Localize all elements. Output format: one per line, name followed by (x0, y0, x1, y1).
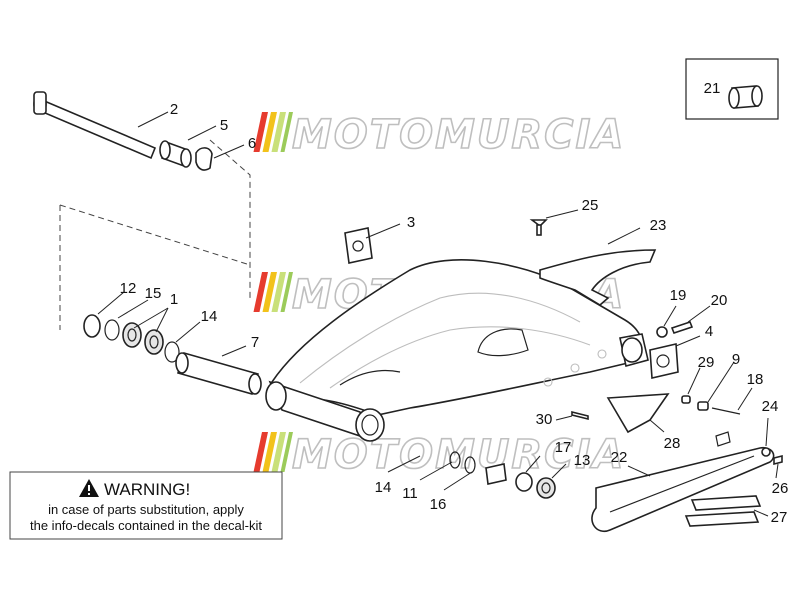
chain-slider (591, 431, 775, 533)
washer-17 (515, 472, 533, 492)
callout-label: 27 (771, 509, 788, 526)
callout-label: 7 (251, 334, 259, 351)
warning-title: WARNING! (104, 480, 190, 499)
leader-lines (97, 111, 779, 517)
screw-25 (529, 219, 548, 236)
bushing (159, 140, 192, 168)
warning-box: WARNING! in case of parts substitution, … (9, 471, 283, 540)
callout-label: 19 (670, 287, 687, 304)
callout-label: 25 (582, 197, 599, 214)
warning-triangle-icon (79, 479, 99, 497)
callout-label: 11 (402, 485, 418, 502)
callout-label: 28 (664, 435, 681, 452)
callout-label: 9 (732, 351, 740, 368)
callout-label: 30 (536, 411, 553, 428)
callout-label: 20 (711, 292, 728, 309)
callout-label: 17 (555, 439, 572, 456)
bearings (122, 322, 164, 355)
swingarm-body (265, 259, 649, 442)
callout-label: 26 (772, 480, 789, 497)
callout-label: 6 (248, 135, 256, 152)
callout-label: 2 (170, 101, 178, 118)
callout-label: 29 (698, 354, 715, 371)
nut-9 (697, 401, 709, 411)
nut-13 (536, 477, 556, 499)
decal-strips (684, 495, 762, 527)
callout-label: 15 (145, 285, 162, 302)
pivot-shaft (33, 91, 157, 160)
o-ring (164, 341, 180, 363)
callout-label: 23 (650, 217, 667, 234)
callout-label: 14 (375, 479, 392, 496)
callout-label: 18 (747, 371, 764, 388)
chain-pad (344, 227, 373, 264)
assembly-guides (59, 139, 251, 330)
callout-label: 22 (611, 449, 628, 466)
bracket (606, 393, 670, 434)
callout-label: 24 (762, 398, 779, 415)
washer-24 (761, 447, 771, 457)
watermark-bottom: MOTOMURCIA (253, 431, 625, 479)
callout-label: 13 (574, 452, 591, 469)
snap-ring-12 (83, 314, 101, 338)
callout-label: 14 (201, 308, 218, 325)
screw-30 (571, 410, 589, 421)
bushing-16 (485, 463, 507, 485)
watermark-top: MOTOMURCIA (253, 111, 625, 159)
clip-ring (195, 147, 213, 171)
sleeve (175, 352, 262, 395)
watermark-text: MOTOMURCIA (292, 112, 625, 158)
warning-line-1: in case of parts substitution, apply (48, 502, 244, 517)
callout-label: 3 (407, 214, 415, 231)
nut-19 (656, 326, 668, 338)
bolt-18 (711, 407, 741, 415)
warning-line-2: the info-decals contained in the decal-k… (30, 518, 262, 533)
callout-label: 4 (705, 323, 713, 340)
screw-26 (773, 454, 783, 466)
adjuster-block (649, 343, 679, 379)
inset-box-part-21 (685, 58, 779, 120)
callout-label: 21 (704, 80, 721, 97)
watermark-text: MOTOMURCIA (292, 432, 625, 478)
chain-guard (539, 249, 657, 306)
callout-label: 16 (430, 496, 447, 513)
callout-label: 5 (220, 117, 228, 134)
spacer-ring-15 (104, 319, 120, 341)
callout-label: 12 (120, 280, 137, 297)
bolt-20 (670, 321, 694, 334)
spacer-29 (681, 395, 691, 404)
callout-label: 1 (170, 291, 178, 308)
